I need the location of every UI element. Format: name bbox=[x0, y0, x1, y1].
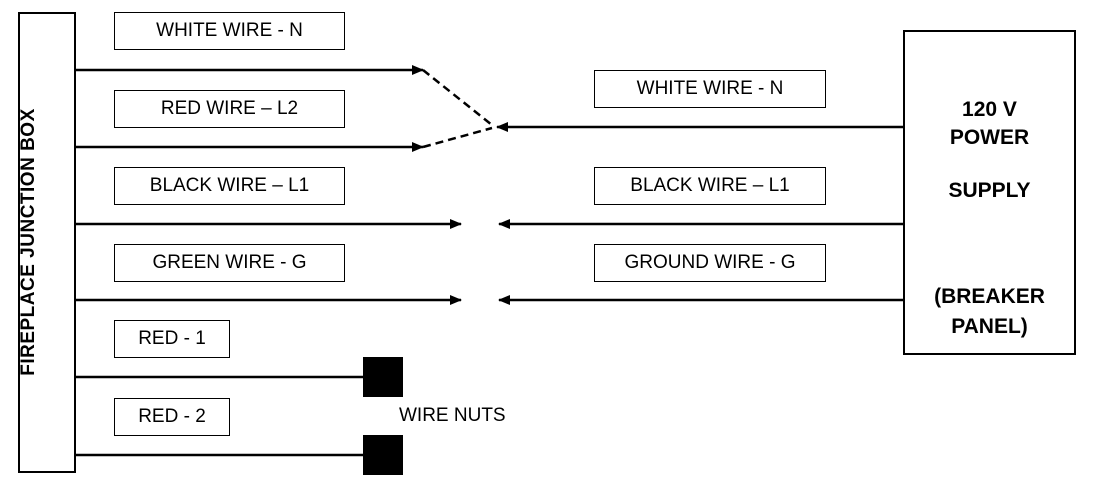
power-supply-voltage: 120 V bbox=[962, 98, 1017, 121]
label-black-wire-left: BLACK WIRE – L1 bbox=[114, 167, 345, 205]
label-white-wire-left: WHITE WIRE - N bbox=[114, 12, 345, 50]
label-red-wire-left: RED WIRE – L2 bbox=[114, 90, 345, 128]
label-white-wire-right: WHITE WIRE - N bbox=[594, 70, 826, 108]
label-black-wire-right: BLACK WIRE – L1 bbox=[594, 167, 826, 205]
label-green-wire-left: GREEN WIRE - G bbox=[114, 244, 345, 282]
fireplace-junction-box bbox=[18, 12, 76, 473]
power-supply-line-power: POWER bbox=[949, 126, 1030, 149]
switch-dash-lower bbox=[422, 126, 493, 149]
label-red-2: RED - 2 bbox=[114, 398, 230, 436]
wire-nut-icon bbox=[363, 435, 403, 475]
switch-dash-upper bbox=[422, 69, 493, 126]
power-supply-line-supply: SUPPLY bbox=[948, 179, 1031, 202]
wire-nuts-label: WIRE NUTS bbox=[399, 405, 506, 426]
wire-nut-icon bbox=[363, 357, 403, 397]
power-supply-line-breaker: (BREAKER bbox=[934, 285, 1045, 308]
label-red-1: RED - 1 bbox=[114, 320, 230, 358]
power-supply-line-panel: PANEL) bbox=[951, 315, 1028, 338]
power-supply-box: 120 V POWER SUPPLY (BREAKER PANEL) bbox=[903, 30, 1076, 355]
label-ground-wire-right: GROUND WIRE - G bbox=[594, 244, 826, 282]
